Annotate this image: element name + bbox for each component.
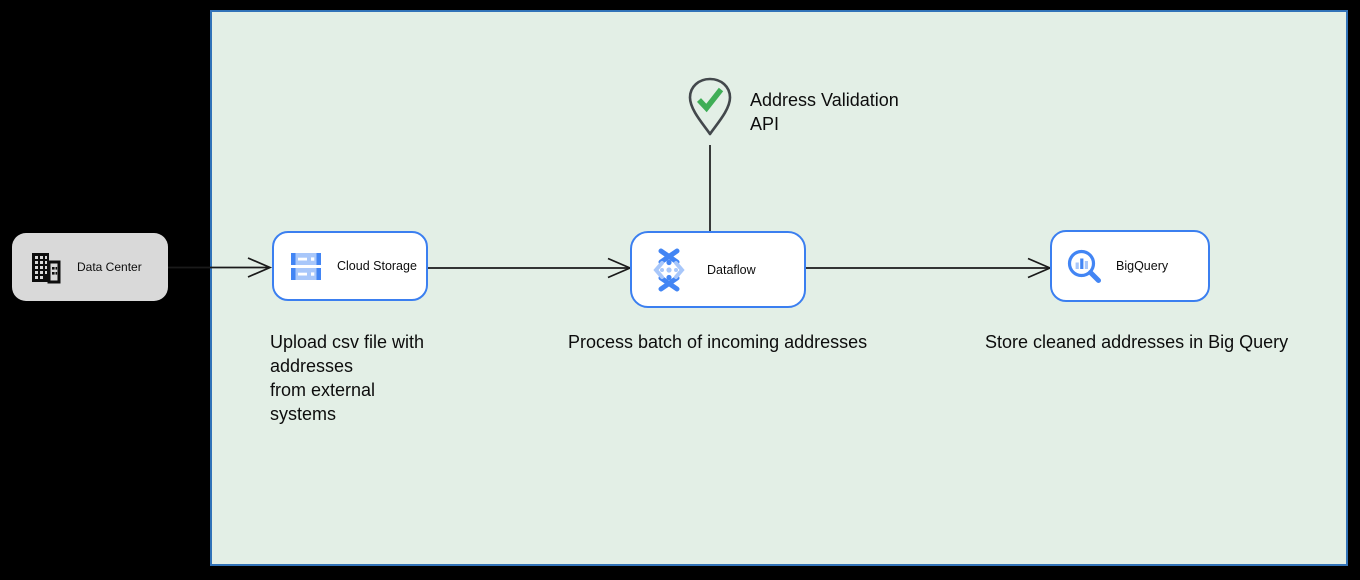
node-dataflow[interactable]: Dataflow <box>630 231 806 308</box>
address-validation-api-label: Address Validation API <box>750 90 899 134</box>
building-icon <box>32 252 61 283</box>
node-data-center[interactable]: Data Center <box>12 233 168 301</box>
caption-cloud-storage: Upload csv file with addresses from exte… <box>270 332 425 424</box>
edge-datacenter-to-cloudstorage[interactable] <box>168 257 273 278</box>
node-label: Data Center <box>77 260 142 274</box>
edge-dataflow-to-bigquery[interactable] <box>806 257 1053 279</box>
bigquery-icon <box>1067 249 1101 283</box>
caption-bigquery: Store cleaned addresses in Big Query <box>985 332 1289 352</box>
node-label: Cloud Storage <box>337 259 417 273</box>
cloud-storage-icon <box>291 252 321 280</box>
node-bigquery[interactable]: BigQuery <box>1050 230 1210 302</box>
caption-dataflow: Process batch of incoming addresses <box>568 332 868 352</box>
node-label: Dataflow <box>707 262 756 277</box>
edge-cloudstorage-to-dataflow[interactable] <box>428 257 633 279</box>
dataflow-icon <box>653 248 685 291</box>
node-label: BigQuery <box>1116 259 1169 273</box>
map-pin-check-icon[interactable] <box>686 76 734 138</box>
node-cloud-storage[interactable]: Cloud Storage <box>272 231 428 301</box>
